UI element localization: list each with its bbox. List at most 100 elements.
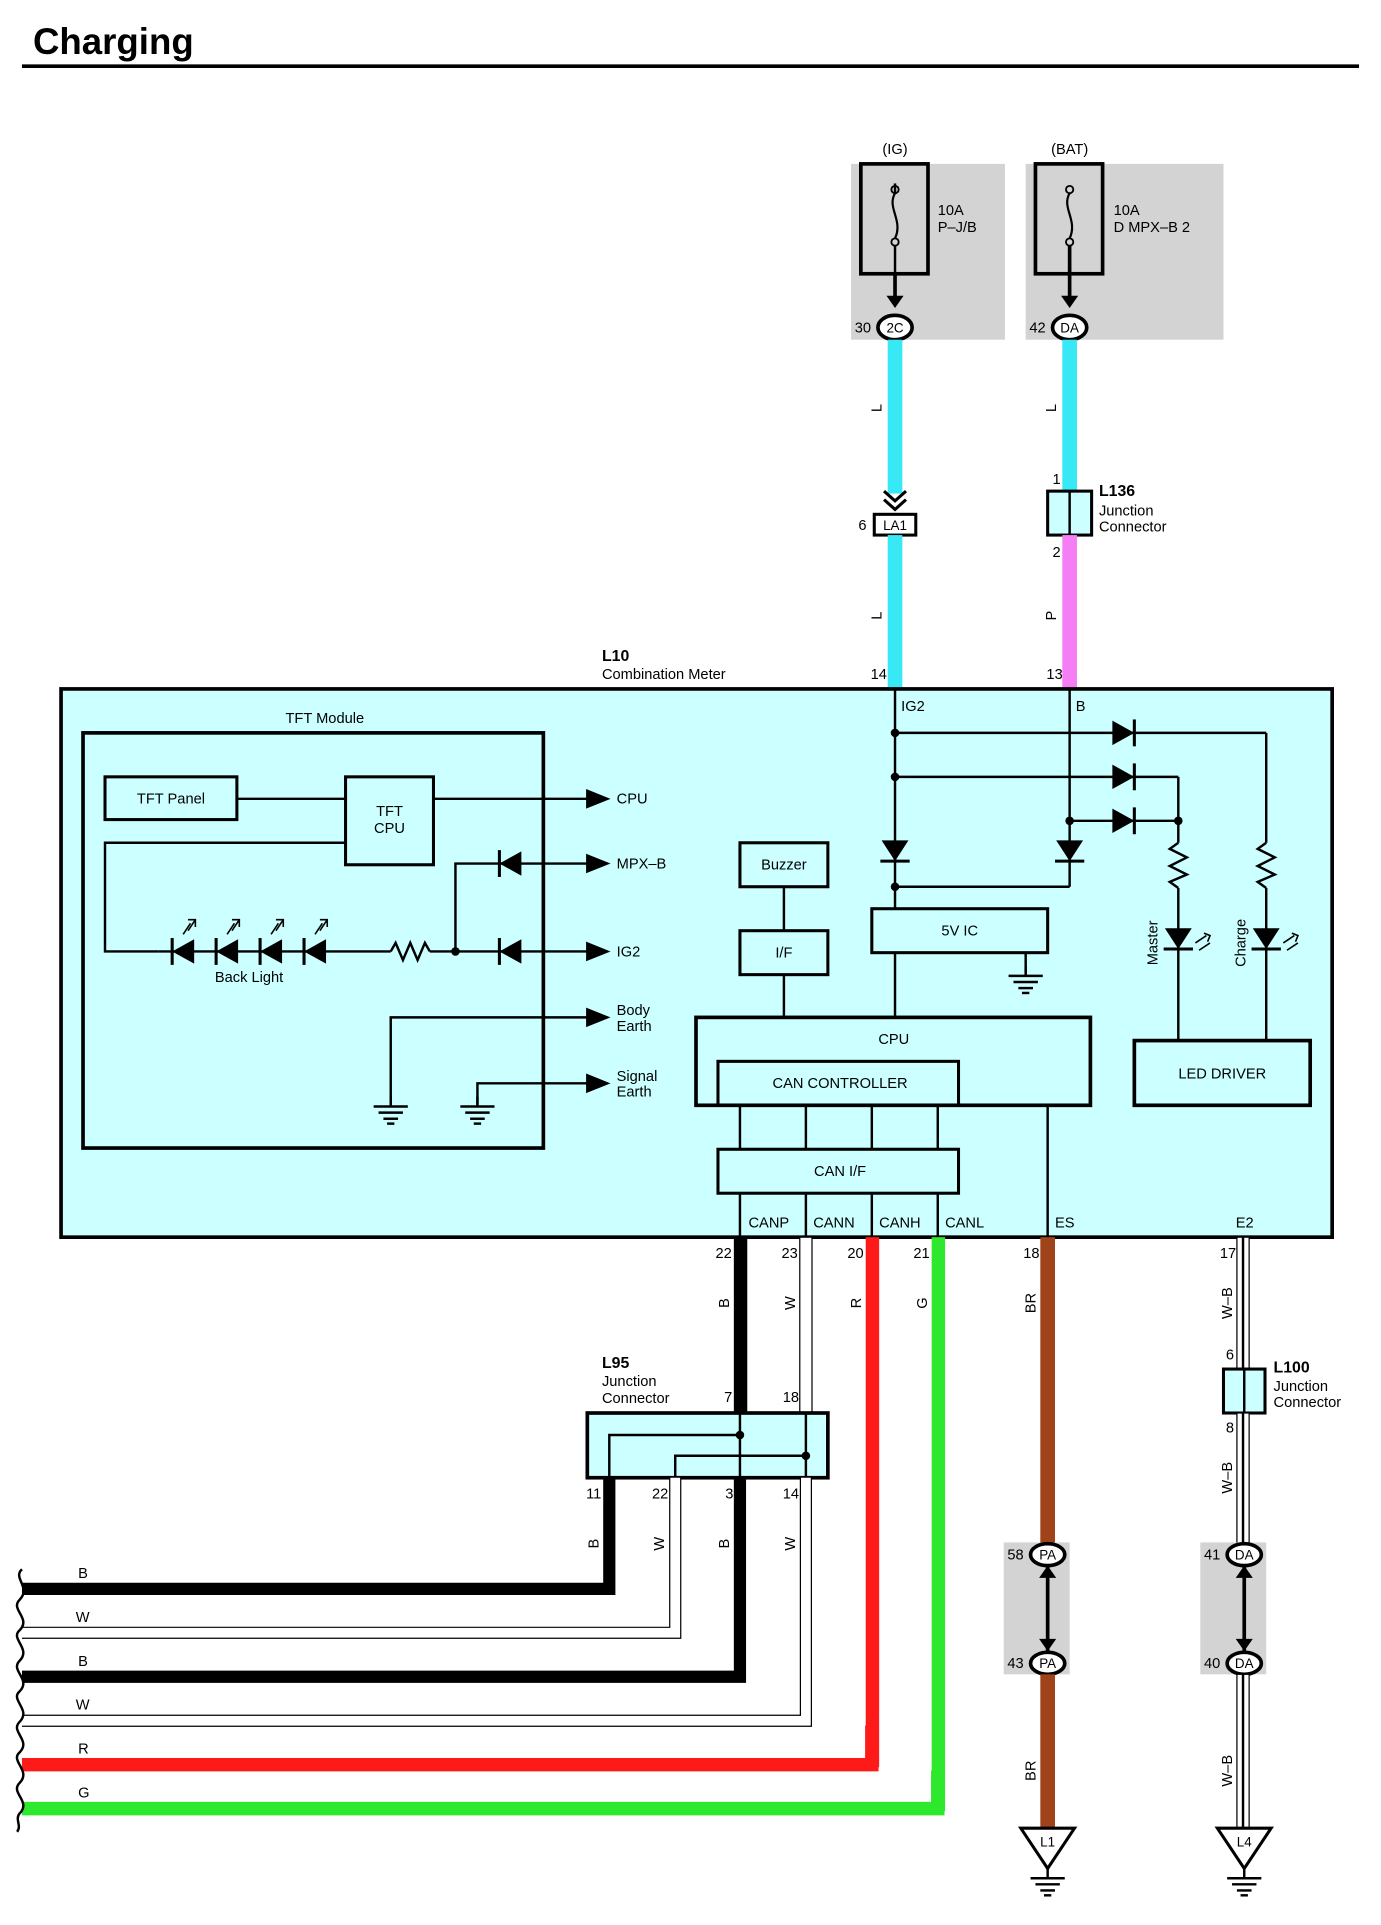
- connector-pa: PA 58 PA 43: [1003, 1541, 1070, 1677]
- svg-text:Body: Body: [617, 1003, 651, 1019]
- cpu-block: CPU CAN CONTROLLER CAN I/F CANP CANN CAN…: [694, 1015, 1254, 1238]
- svg-text:2: 2: [1053, 545, 1061, 561]
- svg-text:58: 58: [1007, 1548, 1023, 1564]
- svg-text:P: P: [1044, 611, 1060, 621]
- svg-text:L136: L136: [1099, 483, 1135, 500]
- svg-text:Connector: Connector: [1099, 519, 1167, 535]
- svg-text:Connector: Connector: [602, 1391, 670, 1407]
- svg-text:W–B: W–B: [1220, 1287, 1236, 1319]
- bus-label-5: G: [78, 1786, 89, 1802]
- fuse-ig: (IG) 10A P–J/B 30 2C: [851, 142, 1005, 342]
- power-paths: IG2 B Master Charge 5V IC: [870, 688, 1300, 1041]
- bus-label-0: B: [78, 1566, 88, 1582]
- svg-text:6: 6: [858, 518, 866, 534]
- svg-text:CAN I/F: CAN I/F: [814, 1164, 866, 1180]
- connector-la1: LA1 6: [858, 512, 918, 537]
- svg-text:7: 7: [724, 1390, 732, 1406]
- wire-cann-w: [799, 1236, 813, 1414]
- svg-text:Signal: Signal: [617, 1069, 658, 1085]
- svg-text:W–B: W–B: [1220, 1755, 1236, 1787]
- svg-text:2C: 2C: [886, 320, 903, 335]
- svg-text:DA: DA: [1235, 1656, 1254, 1671]
- bus-label-4: R: [78, 1742, 89, 1758]
- svg-text:E2: E2: [1236, 1215, 1254, 1231]
- svg-text:Earth: Earth: [617, 1085, 652, 1101]
- svg-text:Connector: Connector: [1274, 1395, 1342, 1411]
- svg-text:14: 14: [783, 1486, 799, 1502]
- svg-text:TFT Module: TFT Module: [285, 711, 364, 727]
- svg-text:CANP: CANP: [748, 1215, 789, 1231]
- svg-text:Junction: Junction: [602, 1374, 657, 1390]
- svg-text:DA: DA: [1060, 320, 1079, 335]
- svg-text:43: 43: [1007, 1656, 1023, 1672]
- svg-text:LED DRIVER: LED DRIVER: [1178, 1066, 1266, 1082]
- wire-e2-wb: [1236, 1236, 1250, 1370]
- l10-ref: L10: [602, 648, 630, 665]
- svg-text:CANL: CANL: [945, 1215, 984, 1231]
- svg-text:20: 20: [847, 1246, 863, 1262]
- svg-text:6: 6: [1226, 1347, 1234, 1363]
- svg-text:CPU: CPU: [374, 821, 405, 837]
- svg-text:MPX–B: MPX–B: [617, 856, 667, 872]
- wire-ig-l-upper: [887, 339, 903, 494]
- svg-text:CANH: CANH: [879, 1215, 920, 1231]
- l10-name: Combination Meter: [602, 667, 726, 683]
- svg-text:DA: DA: [1235, 1548, 1254, 1563]
- svg-text:21: 21: [913, 1246, 929, 1262]
- buzzer-block: Buzzer I/F: [738, 841, 830, 1018]
- wire-e2-wb-lower: [1236, 1673, 1250, 1829]
- page-title: Charging: [33, 21, 194, 62]
- led-driver: LED DRIVER: [1132, 1038, 1313, 1108]
- wire-canl-g: [931, 1237, 946, 1812]
- wire-es-br-lower: [1040, 1674, 1055, 1829]
- svg-text:L4: L4: [1237, 1834, 1252, 1849]
- wire-canh-r: [865, 1237, 880, 1768]
- wire-canp-b: [733, 1237, 748, 1414]
- svg-text:23: 23: [781, 1246, 797, 1262]
- svg-text:18: 18: [1023, 1246, 1039, 1262]
- svg-text:TFT: TFT: [376, 804, 403, 820]
- svg-text:Charge: Charge: [1233, 919, 1249, 967]
- svg-text:17: 17: [1220, 1246, 1236, 1262]
- svg-text:G: G: [915, 1297, 931, 1308]
- bus-label-3: W: [76, 1698, 90, 1714]
- svg-text:13: 13: [1046, 667, 1062, 683]
- svg-text:TFT Panel: TFT Panel: [137, 792, 205, 808]
- svg-text:ES: ES: [1055, 1215, 1075, 1231]
- svg-text:W: W: [652, 1537, 668, 1551]
- svg-text:L100: L100: [1274, 1360, 1310, 1377]
- wire-ig-l-lower: [887, 535, 903, 689]
- fuse-bat: (BAT) 10A D MPX–B 2 42 DA: [1025, 142, 1224, 342]
- svg-text:B: B: [586, 1539, 602, 1549]
- svg-text:Back Light: Back Light: [215, 970, 283, 986]
- svg-text:BR: BR: [1023, 1293, 1039, 1313]
- svg-text:41: 41: [1204, 1548, 1220, 1564]
- svg-text:40: 40: [1204, 1656, 1220, 1672]
- junction-connector-l100: 6 8 L100 Junction Connector W–B: [1220, 1347, 1342, 1546]
- svg-text:B: B: [717, 1539, 733, 1549]
- svg-text:I/F: I/F: [775, 946, 792, 962]
- svg-text:B: B: [1076, 699, 1086, 715]
- svg-text:Junction: Junction: [1274, 1379, 1329, 1395]
- bus-label-1: W: [76, 1610, 90, 1626]
- svg-text:CAN CONTROLLER: CAN CONTROLLER: [773, 1076, 908, 1092]
- svg-text:CPU: CPU: [617, 792, 648, 808]
- junction-connector-l136: 1 2 L136 Junction Connector: [1046, 472, 1167, 561]
- svg-text:R: R: [849, 1298, 865, 1309]
- svg-text:22: 22: [652, 1486, 668, 1502]
- svg-text:Buzzer: Buzzer: [761, 858, 807, 874]
- wire-es-br: [1040, 1237, 1055, 1545]
- svg-text:W: W: [783, 1296, 799, 1310]
- svg-text:PA: PA: [1039, 1548, 1056, 1563]
- svg-text:IG2: IG2: [617, 944, 641, 960]
- svg-text:PA: PA: [1039, 1656, 1056, 1671]
- svg-text:L: L: [1044, 404, 1060, 412]
- svg-text:LA1: LA1: [883, 518, 907, 533]
- svg-text:IG2: IG2: [901, 699, 925, 715]
- svg-text:22: 22: [716, 1246, 732, 1262]
- svg-text:(BAT): (BAT): [1051, 142, 1088, 158]
- junction-connector-l95: L95 Junction Connector 7 18 11 22 3 14: [585, 1355, 830, 1502]
- svg-text:W: W: [783, 1537, 799, 1551]
- svg-text:1: 1: [1053, 472, 1061, 488]
